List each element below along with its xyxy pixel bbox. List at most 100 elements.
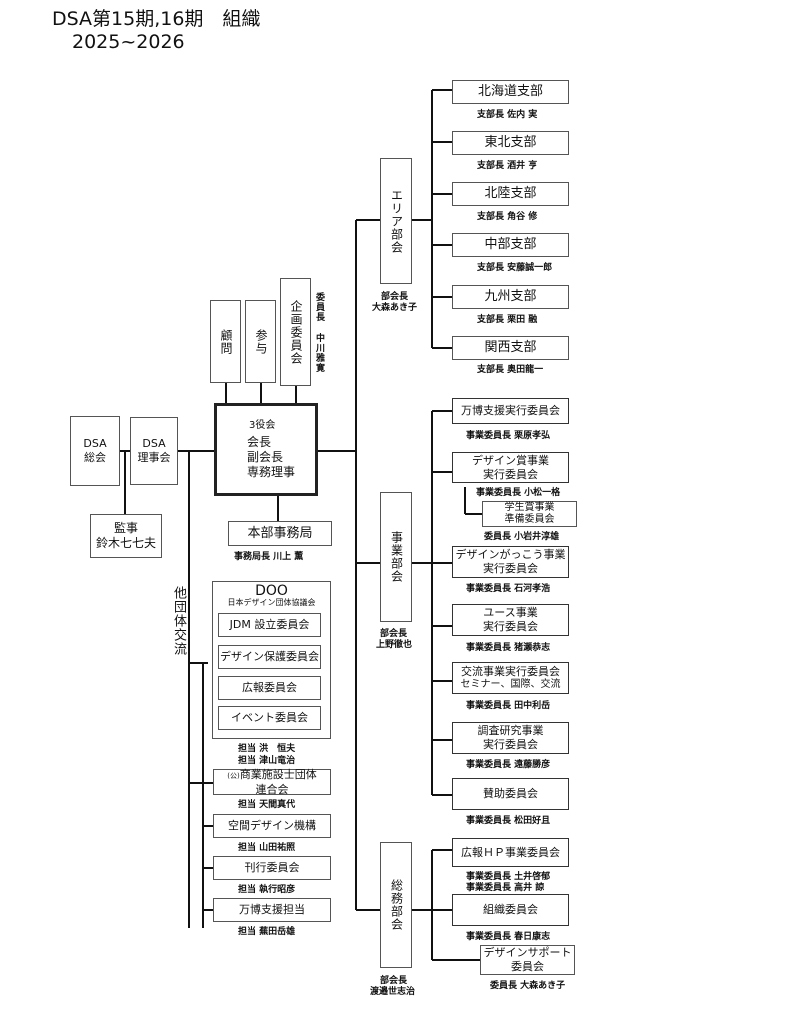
committee-head: 委員長 大森あき子 — [490, 981, 566, 991]
box-label: DSA — [83, 437, 107, 450]
committee-label: デザイン賞事業 — [472, 453, 549, 467]
business-committee-box[interactable]: 万博支援実行委員会 — [452, 398, 569, 424]
student-award-committee-box[interactable]: 学生賞事業 準備委員会 — [482, 501, 577, 527]
doo-contact: 担当 津山竜治 — [238, 756, 296, 766]
committee-head: 事業委員長 高井 諒 — [466, 883, 545, 893]
doo-committee[interactable]: JDM 設立委員会 — [218, 613, 321, 637]
general-committee-box[interactable]: 広報ＨＰ事業委員会 — [452, 838, 569, 867]
branch-box[interactable]: 中部支部 — [452, 233, 569, 257]
committee-label: 交流事業実行委員会 — [461, 665, 560, 678]
committee-head: 事業委員長 栗原孝弘 — [466, 431, 551, 441]
committee-label: 実行委員会 — [483, 738, 538, 751]
committee-head: 事業委員長 猪瀬恭志 — [466, 643, 551, 653]
planning-chair: 委員長 中川雅寛 — [314, 292, 324, 373]
executive-box[interactable]: 3役会 会長 副会長 専務理事 — [214, 403, 318, 496]
branch-head: 支部長 佐内 実 — [477, 110, 538, 120]
committee-head: 委員長 小岩井淳雄 — [484, 532, 560, 542]
business-committee-box[interactable]: 交流事業実行委員会 セミナー、国際、交流 — [452, 662, 569, 694]
business-committee-box[interactable]: 賛助委員会 — [452, 778, 569, 810]
executive-role: 専務理事 — [247, 464, 296, 479]
committee-head: 事業委員長 土井啓郁 — [466, 872, 551, 882]
external-org-box[interactable]: 空間デザイン機構 — [213, 814, 331, 838]
secretariat-box[interactable]: 本部事務局 — [228, 521, 332, 546]
branch-head: 支部長 奥田龍一 — [477, 365, 544, 375]
general-affairs-division-box[interactable]: 総務部会 — [380, 842, 412, 968]
business-division-box[interactable]: 事業部会 — [380, 492, 412, 622]
external-org-box[interactable]: (公)商業施設士団体 連合会 — [213, 767, 331, 796]
doo-committee[interactable]: イベント委員会 — [218, 706, 321, 730]
area-division-head-name: 大森あき子 — [372, 303, 418, 313]
area-division-head-title: 部会長 — [381, 292, 409, 302]
org-contact: 担当 蕪田岳雄 — [238, 927, 296, 937]
committee-label: 実行委員会 — [483, 620, 538, 633]
box-label: 鈴木七七夫 — [95, 536, 156, 550]
general-affairs-head-name: 渡邉世志治 — [370, 987, 416, 997]
org-prefix: (公) — [227, 771, 240, 780]
org-label: 商業施設士団体 — [239, 767, 317, 781]
branch-box[interactable]: 北海道支部 — [452, 80, 569, 104]
committee-head: 事業委員長 小松一格 — [476, 488, 561, 498]
board-box[interactable]: DSA 理事会 — [130, 417, 178, 485]
doo-title: DOO — [255, 583, 288, 599]
business-committee-box[interactable]: 調査研究事業 実行委員会 — [452, 722, 569, 754]
branch-head: 支部長 栗田 融 — [477, 315, 538, 325]
executive-heading: 3役会 — [249, 419, 276, 431]
branch-box[interactable]: 北陸支部 — [452, 182, 569, 206]
doo-committee[interactable]: デザイン保護委員会 — [218, 645, 321, 669]
doo-committee[interactable]: 広報委員会 — [218, 676, 321, 700]
org-contact: 担当 天間真代 — [238, 800, 296, 810]
branch-box[interactable]: 九州支部 — [452, 285, 569, 309]
business-division-head-name: 上野徹也 — [376, 640, 413, 650]
committee-head: 事業委員長 松田好且 — [466, 816, 551, 826]
chart-period: 2025~2026 — [72, 31, 185, 53]
executive-role: 会長 — [247, 434, 272, 449]
external-org-box[interactable]: 万博支援担当 — [213, 898, 331, 922]
business-committee-box[interactable]: デザイン賞事業 実行委員会 — [452, 452, 569, 483]
committee-head: 事業委員長 遠藤勝彦 — [466, 760, 551, 770]
business-division-head-title: 部会長 — [380, 629, 408, 639]
general-affairs-head-title: 部会長 — [380, 976, 408, 986]
external-exchange-label: 他団体交流 — [171, 586, 186, 656]
box-label: 監事 — [113, 521, 138, 535]
committee-head: 事業委員長 石河孝浩 — [466, 584, 551, 594]
committee-label: 委員会 — [511, 960, 544, 973]
committee-label: 実行委員会 — [483, 467, 538, 481]
committee-head: 事業委員長 春日康志 — [466, 932, 551, 942]
doo-contact: 担当 洪 恒夫 — [238, 744, 296, 754]
committee-label: 準備委員会 — [504, 514, 555, 525]
box-label: 総会 — [84, 451, 106, 464]
org-label: 連合会 — [255, 782, 289, 796]
branch-head: 支部長 酒井 亨 — [477, 161, 538, 171]
general-committee-box[interactable]: デザインサポート 委員会 — [480, 945, 575, 975]
committee-label: ユース事業 — [483, 606, 538, 619]
branch-box[interactable]: 東北支部 — [452, 131, 569, 155]
advisor-box[interactable]: 顧問 — [210, 300, 241, 383]
auditor-box[interactable]: 監事 鈴木七七夫 — [90, 514, 162, 558]
branch-head: 支部長 安藤誠一郎 — [477, 263, 553, 273]
secretariat-head: 事務局長 川上 薫 — [234, 552, 304, 562]
external-org-box[interactable]: 刊行委員会 — [213, 856, 331, 880]
general-committee-box[interactable]: 組織委員会 — [452, 894, 569, 926]
chart-title: DSA第15期,16期 組織 — [52, 8, 261, 30]
box-label: DSA — [142, 437, 166, 450]
counselor-box[interactable]: 参与 — [245, 300, 276, 383]
committee-label: 実行委員会 — [483, 562, 538, 575]
branch-box[interactable]: 関西支部 — [452, 336, 569, 360]
doo-subtitle: 日本デザイン団体協議会 — [227, 598, 316, 607]
planning-committee-box[interactable]: 企画委員会 — [280, 278, 311, 386]
area-division-box[interactable]: エリア部会 — [380, 158, 412, 284]
committee-label: 学生賞事業 — [504, 502, 555, 513]
executive-role: 副会長 — [247, 449, 284, 464]
general-assembly-box[interactable]: DSA 総会 — [70, 416, 120, 486]
org-contact: 担当 執行昭彦 — [238, 885, 296, 895]
committee-label: デザインがっこう事業 — [455, 548, 566, 561]
committee-label: デザインサポート — [483, 946, 572, 959]
committee-label: 調査研究事業 — [477, 724, 544, 737]
box-label: 理事会 — [137, 451, 171, 464]
business-committee-box[interactable]: ユース事業 実行委員会 — [452, 604, 569, 636]
business-committee-box[interactable]: デザインがっこう事業 実行委員会 — [452, 546, 569, 578]
branch-head: 支部長 角谷 修 — [477, 212, 538, 222]
committee-label: セミナー、国際、交流 — [460, 679, 561, 690]
org-contact: 担当 山田祐照 — [238, 843, 296, 853]
committee-head: 事業委員長 田中利岳 — [466, 701, 551, 711]
